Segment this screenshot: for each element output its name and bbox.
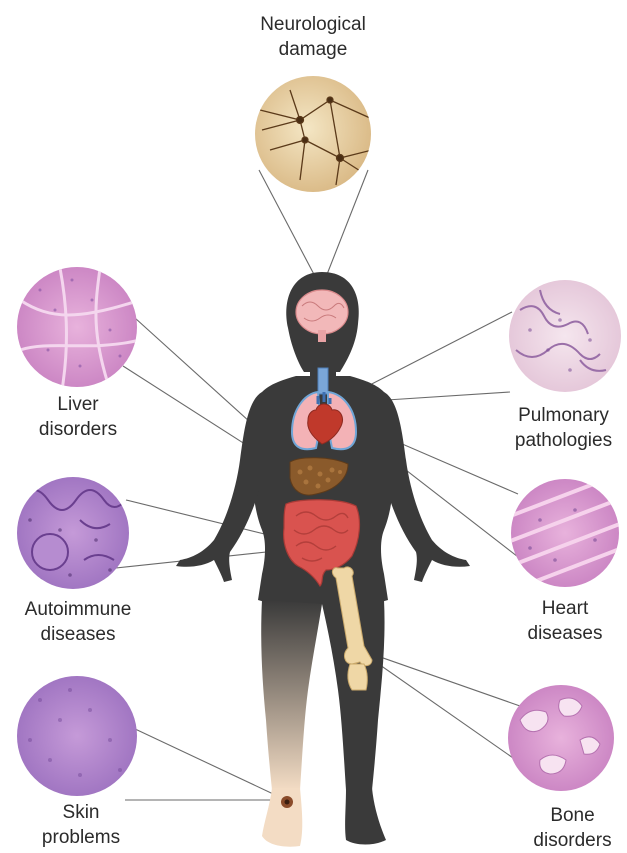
right-foot <box>345 788 386 845</box>
tibia-bone <box>348 664 367 690</box>
trachea <box>318 368 328 394</box>
histology-neurological <box>255 76 372 192</box>
skin-lesion-center <box>285 800 290 805</box>
brain <box>296 290 348 334</box>
brain-stem <box>318 330 326 342</box>
histology-autoimmune <box>17 477 129 589</box>
left-leg <box>261 600 322 790</box>
right-arm <box>382 392 470 582</box>
histology-liver <box>17 267 140 390</box>
histology-bone <box>508 685 614 791</box>
histology-pulmonary <box>509 280 621 392</box>
left-foot <box>262 788 302 847</box>
histology-heart <box>500 470 627 595</box>
histology-skin <box>17 676 137 796</box>
